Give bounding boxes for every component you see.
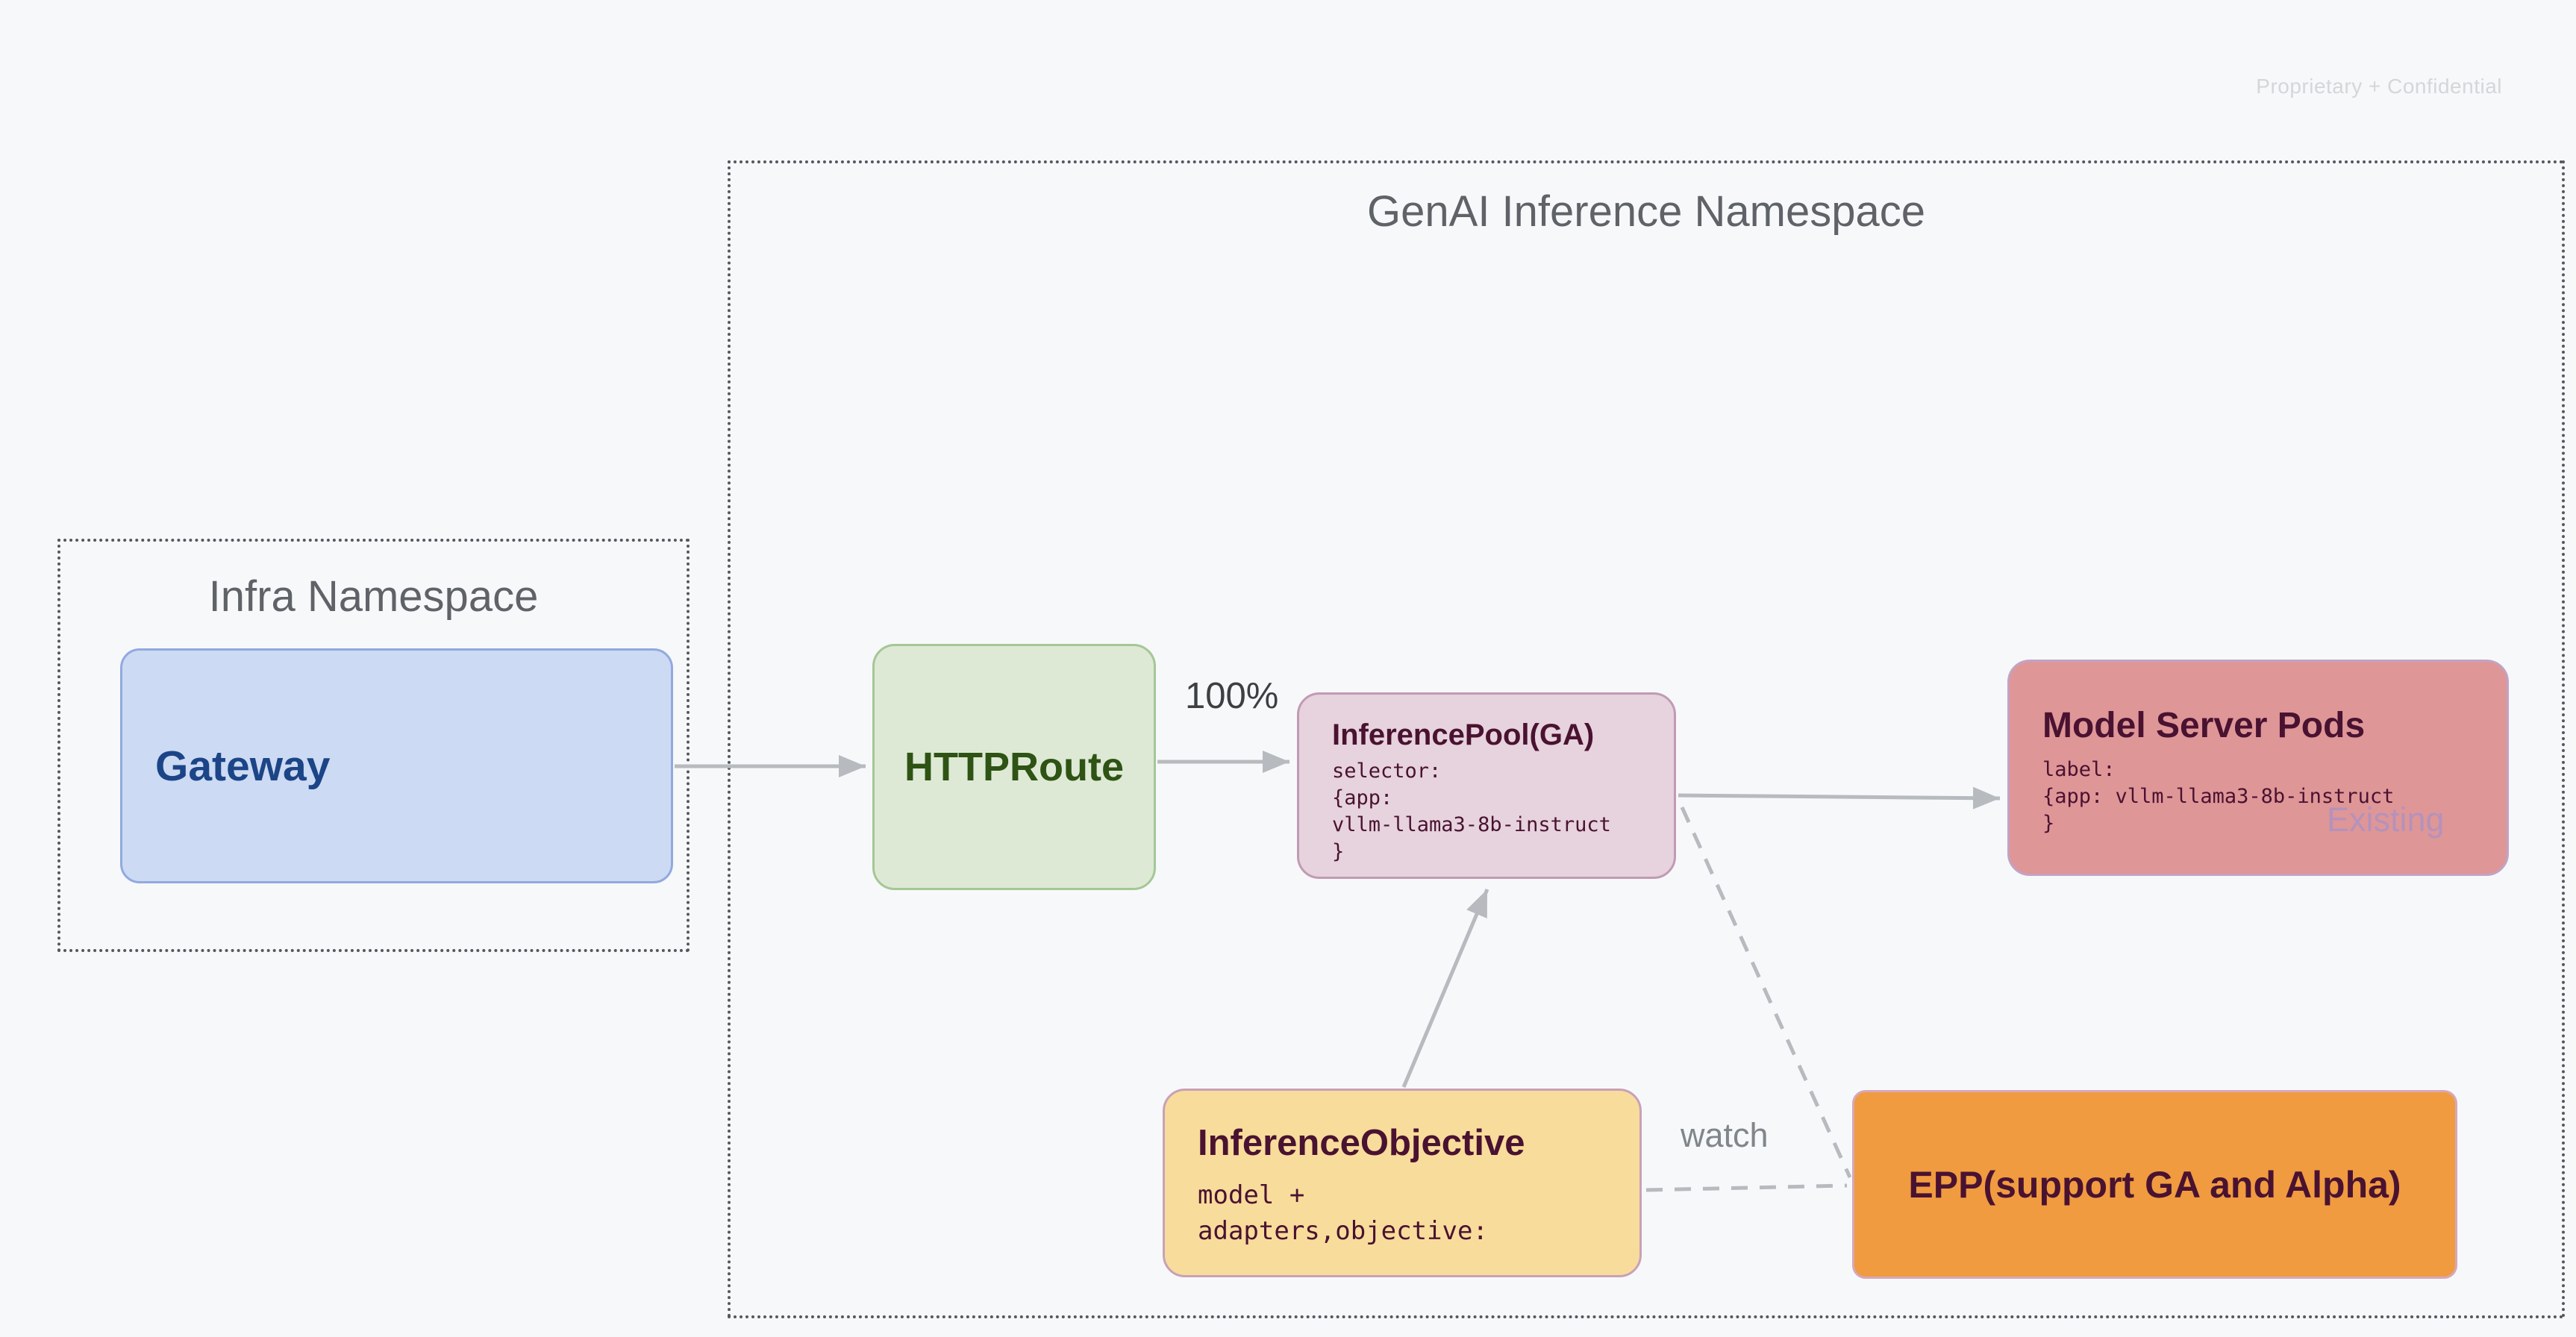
inference-pool-code-line: selector:	[1332, 760, 1442, 783]
epp-label: EPP(support GA and Alpha)	[1908, 1163, 2401, 1206]
inference-pool-code-line: {app:	[1332, 786, 1393, 810]
watermark-text: Proprietary + Confidential	[2256, 75, 2502, 98]
edge-label-100-percent: 100%	[1185, 676, 1279, 716]
epp-node: EPP(support GA and Alpha)	[1852, 1090, 2457, 1279]
inference-pool-code-line: }	[1332, 840, 1345, 863]
inference-objective-code-line: adapters,objective:	[1198, 1216, 1488, 1246]
inference-pool-title: InferencePool(GA)	[1332, 718, 1595, 751]
inference-objective-title: InferenceObjective	[1198, 1123, 1525, 1163]
model-server-pods-code-line: }	[2042, 812, 2055, 835]
httproute-label: HTTPRoute	[904, 745, 1124, 789]
infra-namespace-box	[57, 539, 690, 952]
model-server-pods-code-line: label:	[2042, 758, 2116, 781]
gateway-node: Gateway	[120, 648, 673, 883]
genai-namespace-box	[728, 160, 2565, 1318]
genai-namespace-title: GenAI Inference Namespace	[1367, 187, 1925, 236]
gateway-label: Gateway	[155, 742, 331, 790]
model-server-pods-node: Model Server Pods label: {app: vllm-llam…	[2007, 660, 2509, 876]
infra-namespace-title: Infra Namespace	[208, 572, 539, 621]
inference-pool-node: InferencePool(GA) selector: {app: vllm-l…	[1297, 692, 1676, 879]
inference-pool-code-line: vllm-llama3-8b-instruct	[1332, 813, 1611, 836]
edge-label-watch: watch	[1681, 1116, 1769, 1154]
model-server-pods-title: Model Server Pods	[2042, 706, 2366, 745]
inference-objective-code-line: model +	[1198, 1180, 1305, 1210]
httproute-node: HTTPRoute	[872, 644, 1156, 890]
inference-objective-node: InferenceObjective model + adapters,obje…	[1163, 1089, 1642, 1277]
model-server-pods-code-line: {app: vllm-llama3-8b-instruct	[2042, 785, 2395, 808]
existing-badge: Existing	[2327, 801, 2445, 839]
